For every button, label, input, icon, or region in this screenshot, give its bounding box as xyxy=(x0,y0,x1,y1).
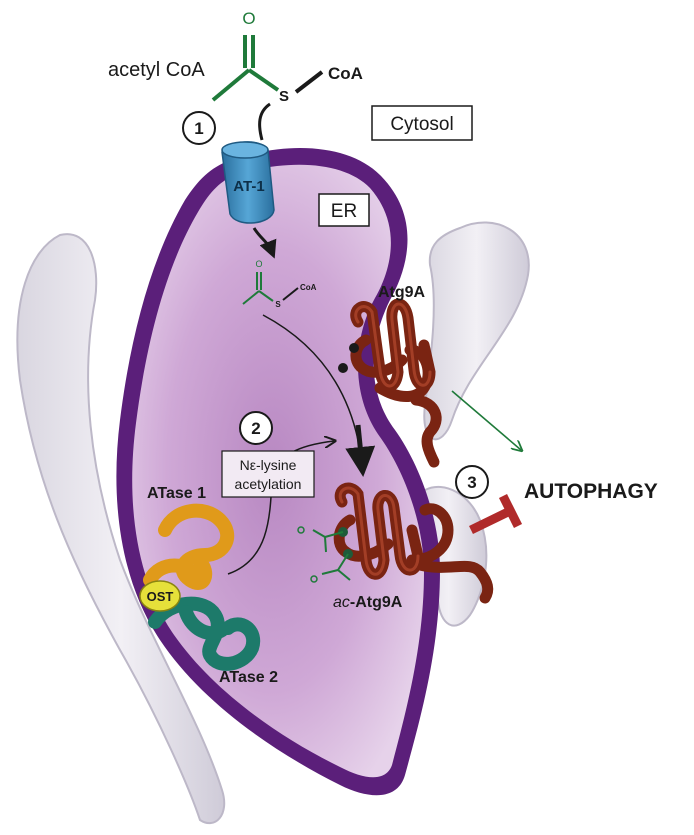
acetylation-line-2: acetylation xyxy=(235,476,302,492)
coa-label-top: CoA xyxy=(328,64,363,83)
step-3-label: 3 xyxy=(467,473,476,492)
er-box: ER xyxy=(318,193,370,227)
inhibition-bar xyxy=(469,493,523,535)
atase2-label: ATase 2 xyxy=(219,669,278,686)
atg9a-label: Atg9A xyxy=(378,284,426,301)
step-3-marker: 3 xyxy=(455,465,489,499)
cytosol-box: Cytosol xyxy=(371,105,473,141)
er-label: ER xyxy=(331,201,357,222)
ost-label: OST xyxy=(147,589,174,604)
oxygen-label-top: O xyxy=(242,9,255,28)
sulfur-label-small: S xyxy=(275,300,281,309)
autophagy-label: AUTOPHAGY xyxy=(524,480,658,503)
left-cisterna xyxy=(16,233,226,825)
oxygen-label-small: O xyxy=(255,259,262,269)
sulfur-label-top: S xyxy=(279,88,289,105)
lysine-dot xyxy=(349,343,359,353)
acetyl-coa-lumen: O S CoA xyxy=(242,259,317,309)
atase2-protein xyxy=(148,596,261,671)
atg9a-promotes-arrow xyxy=(451,390,521,450)
step-2-label: 2 xyxy=(251,419,260,438)
step-1-marker: 1 xyxy=(182,111,216,145)
ac-atg9a-label: ac-Atg9A xyxy=(333,594,403,611)
acetylation-line-1: Nε-lysine xyxy=(240,457,297,473)
lysine-dot xyxy=(338,363,348,373)
cytosol-label: Cytosol xyxy=(390,114,453,135)
step-1-label: 1 xyxy=(194,119,203,138)
at1-transporter: AT-1 xyxy=(221,141,275,224)
ac-prefix: ac xyxy=(333,594,350,611)
coa-label-small: CoA xyxy=(300,283,317,292)
ac-suffix: -Atg9A xyxy=(350,594,403,611)
at1-label: AT-1 xyxy=(233,178,264,195)
acetyl-coa-label: acetyl CoA xyxy=(108,59,205,81)
step-2-marker: 2 xyxy=(239,411,273,445)
atase1-protein xyxy=(143,503,235,590)
acetyl-coa-structure: O S CoA acetyl CoA xyxy=(108,9,363,105)
acetyl-groups xyxy=(297,526,353,583)
atase1-label: ATase 1 xyxy=(147,485,206,502)
atg9a-protein-detail xyxy=(354,302,432,388)
ac-atg9a-protein-detail xyxy=(338,486,420,576)
acetylation-box: Nε-lysine acetylation xyxy=(221,450,315,498)
ost-complex: OST xyxy=(139,580,181,612)
